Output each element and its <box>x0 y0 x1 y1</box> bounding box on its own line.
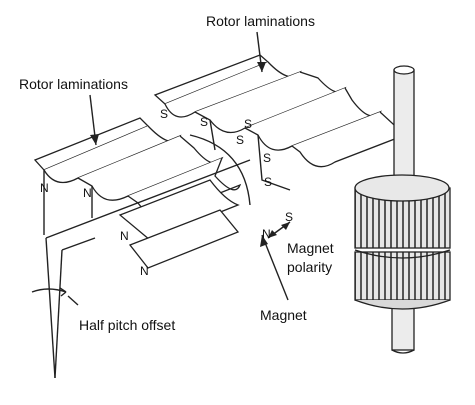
pole-north-label: N <box>40 181 49 195</box>
magnet-ring <box>45 134 251 251</box>
rotor-laminations-front-stack <box>33 117 242 269</box>
pole-north-label: N <box>120 229 129 243</box>
polarity-south-label: S <box>285 210 293 224</box>
label-magnet-polarity-line1: Magnet <box>287 240 334 256</box>
pole-south-label: S <box>200 115 208 129</box>
label-rotor-laminations-left: Rotor laminations <box>19 76 128 92</box>
pole-north-label: N <box>140 264 149 278</box>
label-magnet-polarity-line2: polarity <box>287 259 332 275</box>
half-pitch-offset-marker <box>31 237 79 379</box>
label-magnet: Magnet <box>260 307 307 323</box>
leader-arrows <box>89 31 289 301</box>
pole-south-label: S <box>244 117 252 131</box>
polarity-arrow <box>267 221 291 239</box>
polarity-north-label: N <box>262 227 271 241</box>
pole-north-label: N <box>83 186 92 200</box>
pole-south-label: S <box>263 151 271 165</box>
label-rotor-laminations-top: Rotor laminations <box>206 13 315 29</box>
pole-south-label: S <box>236 133 244 147</box>
pole-south-label: S <box>264 175 272 189</box>
rotor-laminations-back-stack <box>153 54 407 191</box>
assembled-rotor <box>354 65 451 354</box>
label-half-pitch-offset: Half pitch offset <box>79 317 175 333</box>
pole-south-label: S <box>160 107 168 121</box>
